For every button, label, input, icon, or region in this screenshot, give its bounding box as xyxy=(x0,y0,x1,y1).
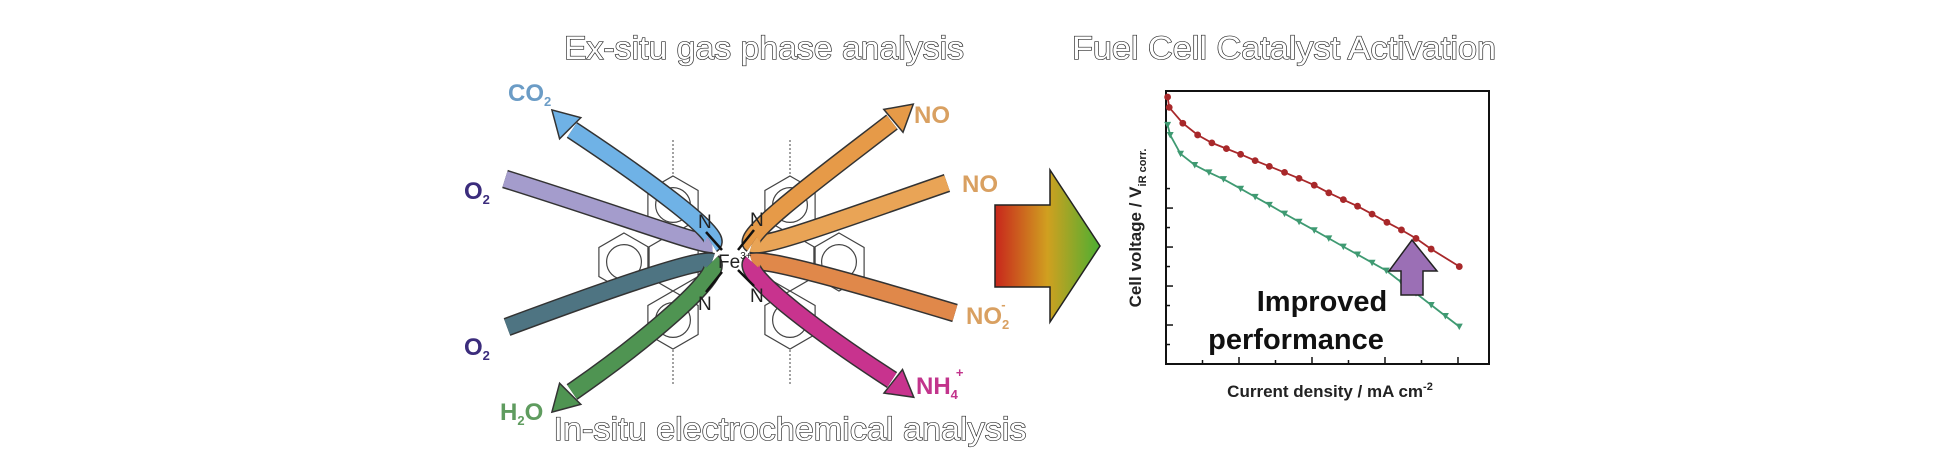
no-arrowhead-icon xyxy=(882,103,915,134)
data-point-activated xyxy=(1295,174,1303,182)
aromatic-ring xyxy=(813,232,865,292)
data-point-initial xyxy=(1295,218,1303,226)
data-point-initial xyxy=(1265,201,1273,209)
data-point-activated xyxy=(1281,168,1288,176)
data-point-activated xyxy=(1412,235,1420,242)
data-point-initial xyxy=(1164,121,1172,129)
aromatic-ring xyxy=(647,290,699,350)
h2o-arrowhead-icon xyxy=(550,381,583,414)
no-inflow-arrow xyxy=(749,175,950,253)
in-situ-title: In-situ electrochemical analysis xyxy=(554,411,1027,447)
ex-situ-title: Ex-situ gas phase analysis xyxy=(564,30,964,66)
data-point-activated xyxy=(1383,218,1391,226)
data-point-initial xyxy=(1382,267,1390,275)
nh4-plus-label: NH4+ xyxy=(916,365,964,402)
data-point-initial xyxy=(1455,323,1463,331)
nitrogen-label: N xyxy=(698,294,712,315)
data-point-activated xyxy=(1455,263,1463,270)
nitrogen-label: N xyxy=(750,286,764,307)
o2-upper-label: O2 xyxy=(464,178,490,207)
data-point-activated xyxy=(1354,202,1361,210)
coordination-arrow-icon xyxy=(705,271,723,293)
y-axis-label: Cell voltage / ViR corr. xyxy=(1126,149,1149,308)
activation-arrow-icon xyxy=(994,167,1101,325)
data-point-initial xyxy=(1237,185,1245,193)
axis-ticks xyxy=(1166,187,1459,364)
o2-upper-inflow-arrow xyxy=(502,171,713,252)
data-point-initial xyxy=(1427,302,1435,309)
o2-lower-inflow-arrow xyxy=(504,253,715,335)
data-point-activated xyxy=(1265,162,1273,170)
o2-lower-label: O2 xyxy=(464,334,490,363)
nh4-arrowhead-icon xyxy=(882,368,915,399)
reaction-arrows xyxy=(502,103,958,414)
data-point-initial xyxy=(1191,161,1199,169)
data-point-activated xyxy=(1251,157,1259,165)
data-point-initial xyxy=(1441,312,1449,320)
data-point-activated xyxy=(1325,189,1333,197)
aromatic-ring xyxy=(764,290,816,350)
data-point-activated xyxy=(1339,196,1347,204)
nitrogen-label: N xyxy=(750,210,764,231)
coordination-arrow-icon xyxy=(737,229,755,251)
fuel-cell-title: Fuel Cell Catalyst Activation xyxy=(1072,30,1496,66)
improvement-arrow-icon xyxy=(1387,238,1439,296)
co2-label: CO2 xyxy=(508,80,551,109)
data-point-activated xyxy=(1310,181,1318,189)
data-point-initial xyxy=(1205,169,1213,176)
data-point-initial xyxy=(1219,176,1227,183)
data-point-initial xyxy=(1325,235,1333,242)
h2o-outflow-arrow xyxy=(567,256,722,399)
no2-inflow-arrow xyxy=(749,253,958,321)
h2o-label: H2O xyxy=(500,399,543,428)
data-point-initial xyxy=(1339,243,1347,251)
data-point-activated xyxy=(1237,150,1245,158)
data-point-activated xyxy=(1164,93,1172,101)
x-axis-label: Current density / mA cm-2 xyxy=(1227,381,1433,401)
data-point-activated xyxy=(1368,210,1376,218)
data-point-activated xyxy=(1194,131,1202,139)
data-point-activated xyxy=(1208,139,1216,147)
no2-minus-label: NO2- xyxy=(966,297,1009,332)
data-point-activated xyxy=(1223,145,1230,153)
data-point-initial xyxy=(1177,150,1185,158)
data-point-activated xyxy=(1427,245,1435,253)
data-point-initial xyxy=(1354,251,1362,259)
data-point-initial xyxy=(1166,131,1174,139)
coordination-arrow-icon xyxy=(737,269,755,287)
data-point-initial xyxy=(1310,227,1318,234)
no-mid-label: NO xyxy=(962,171,998,198)
annotation-improved: Improved xyxy=(1257,286,1388,318)
data-point-activated xyxy=(1165,103,1173,111)
data-point-initial xyxy=(1368,259,1376,267)
data-point-activated xyxy=(1179,119,1187,127)
nitrogen-label: N xyxy=(698,212,712,233)
polarization-chart: Cell voltage / ViR corr. Current density… xyxy=(1126,90,1490,401)
nh4-outflow-arrow xyxy=(743,256,897,387)
annotation-performance: performance xyxy=(1208,324,1384,356)
no-outflow-arrow xyxy=(742,115,897,251)
data-point-initial xyxy=(1281,210,1289,218)
data-point-initial xyxy=(1251,193,1259,201)
fe-center-label: Fe3+ xyxy=(718,251,752,273)
co2-arrowhead-icon xyxy=(550,108,583,141)
data-point-activated xyxy=(1398,226,1405,234)
coordination-arrow-icon xyxy=(705,231,723,251)
no-upper-label: NO xyxy=(914,102,950,129)
